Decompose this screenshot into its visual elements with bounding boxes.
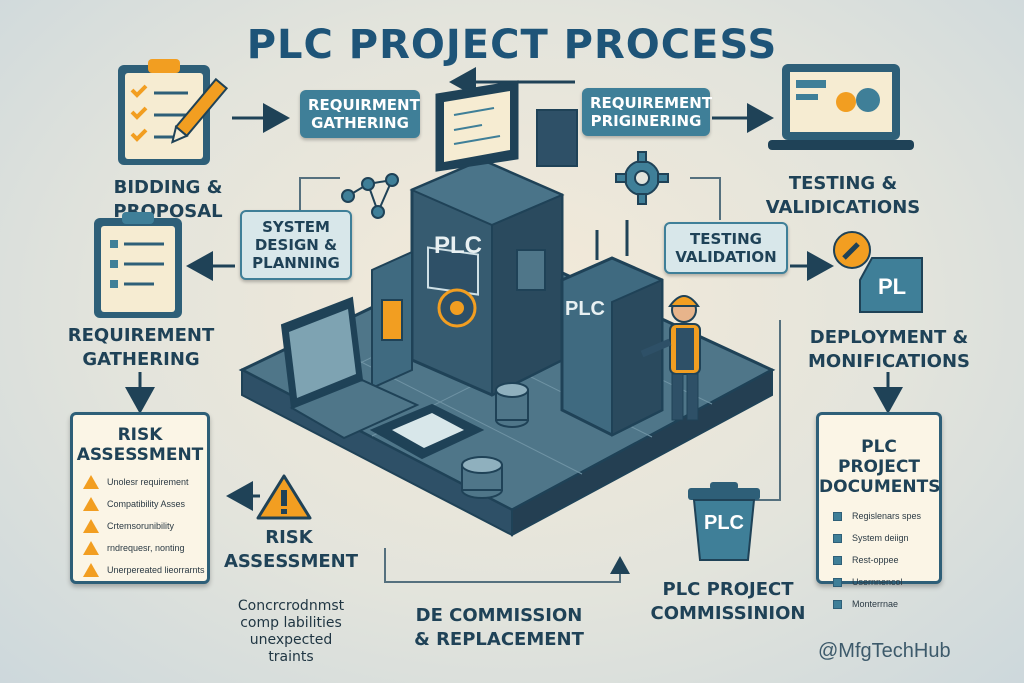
checkbox-icon	[833, 533, 842, 543]
requirement-gathering-label: REQUIREMENT GATHERING	[67, 325, 215, 370]
doc-item: Regislenars spes	[819, 505, 939, 527]
system-design-pill[interactable]: SYSTEM DESIGN & PLANNING	[240, 210, 352, 280]
risk-item: Unerpereated lieorrarnts	[73, 559, 207, 581]
risk-subtext: Concrcrodnmst comp labilities unexpected…	[237, 598, 345, 665]
risk-doc-title: RISK ASSESSMENT	[76, 425, 204, 465]
plc-bin-text: PLC	[704, 512, 744, 534]
warning-icon	[83, 541, 99, 555]
plc-project-documents: PLC PROJECT DOCUMENTS Regislenars spes S…	[816, 412, 942, 609]
deployment-modifications-label: DEPLOYMENT & MONIFICATIONS	[807, 327, 971, 372]
warning-icon	[83, 475, 99, 489]
clipboard-checklist-icon	[118, 59, 228, 165]
checkbox-icon	[833, 599, 842, 609]
testing-validation-pill[interactable]: TESTING VALIDATION	[664, 222, 788, 274]
checkbox-icon	[833, 577, 842, 587]
checkbox-icon	[833, 511, 842, 521]
decommission-replacement-label: DE COMMISSION & REPLACEMENT	[414, 605, 584, 650]
plc-project-commission-label: PLC PROJECT COMMISSINION	[650, 579, 806, 624]
wrench-pl-badge-icon	[833, 231, 923, 313]
warning-icon	[83, 563, 99, 577]
clipboard-list-icon	[94, 212, 182, 318]
central-plc-scene	[238, 80, 776, 537]
testing-validications-label: TESTING & VALIDICATIONS	[765, 173, 921, 218]
risk-item: rndrequesr, nonting	[73, 537, 207, 559]
risk-item: Unolesr requirement	[73, 471, 207, 493]
page-title: PLC PROJECT PROCESS	[246, 22, 778, 68]
line-design-up	[299, 177, 340, 212]
plc-main-label: PLC	[434, 232, 482, 259]
warning-triangle-icon	[256, 474, 312, 520]
warning-icon	[83, 519, 99, 533]
risk-item: Crtemsorunibility	[73, 515, 207, 537]
doc-item: Monterrnae	[819, 593, 939, 615]
docs-title: PLC PROJECT DOCUMENTS	[819, 437, 941, 497]
doc-item: System deiign	[819, 527, 939, 549]
doc-item: Usernnencol	[819, 571, 939, 593]
requirement-engineering-pill[interactable]: REQUIREMENT PRIGINERING	[582, 88, 712, 136]
plc-bin-icon	[688, 482, 760, 561]
risk-item: Compatibility Asses	[73, 493, 207, 515]
warning-icon	[83, 497, 99, 511]
laptop-gears-icon	[768, 64, 914, 150]
risk-assessment-document: RISK ASSESSMENT Unolesr requirement Comp…	[70, 412, 210, 584]
engineer-worker-icon	[640, 295, 701, 421]
checkbox-icon	[833, 555, 842, 565]
line-decommission-loop	[384, 548, 630, 583]
pl-badge-text: PL	[877, 274, 907, 299]
network-nodes-icon	[341, 173, 399, 219]
risk-assessment-label: RISK ASSESSMENT	[224, 527, 359, 572]
plc-second-label: PLC	[565, 298, 605, 320]
watermark-handle: @MfgTechHub	[818, 640, 951, 662]
requirement-gathering-pill[interactable]: REQUIRMENT GATHERING	[300, 90, 420, 138]
gear-icon	[615, 151, 669, 205]
doc-item: Rest-oppee	[819, 549, 939, 571]
line-testing-up	[690, 177, 721, 220]
